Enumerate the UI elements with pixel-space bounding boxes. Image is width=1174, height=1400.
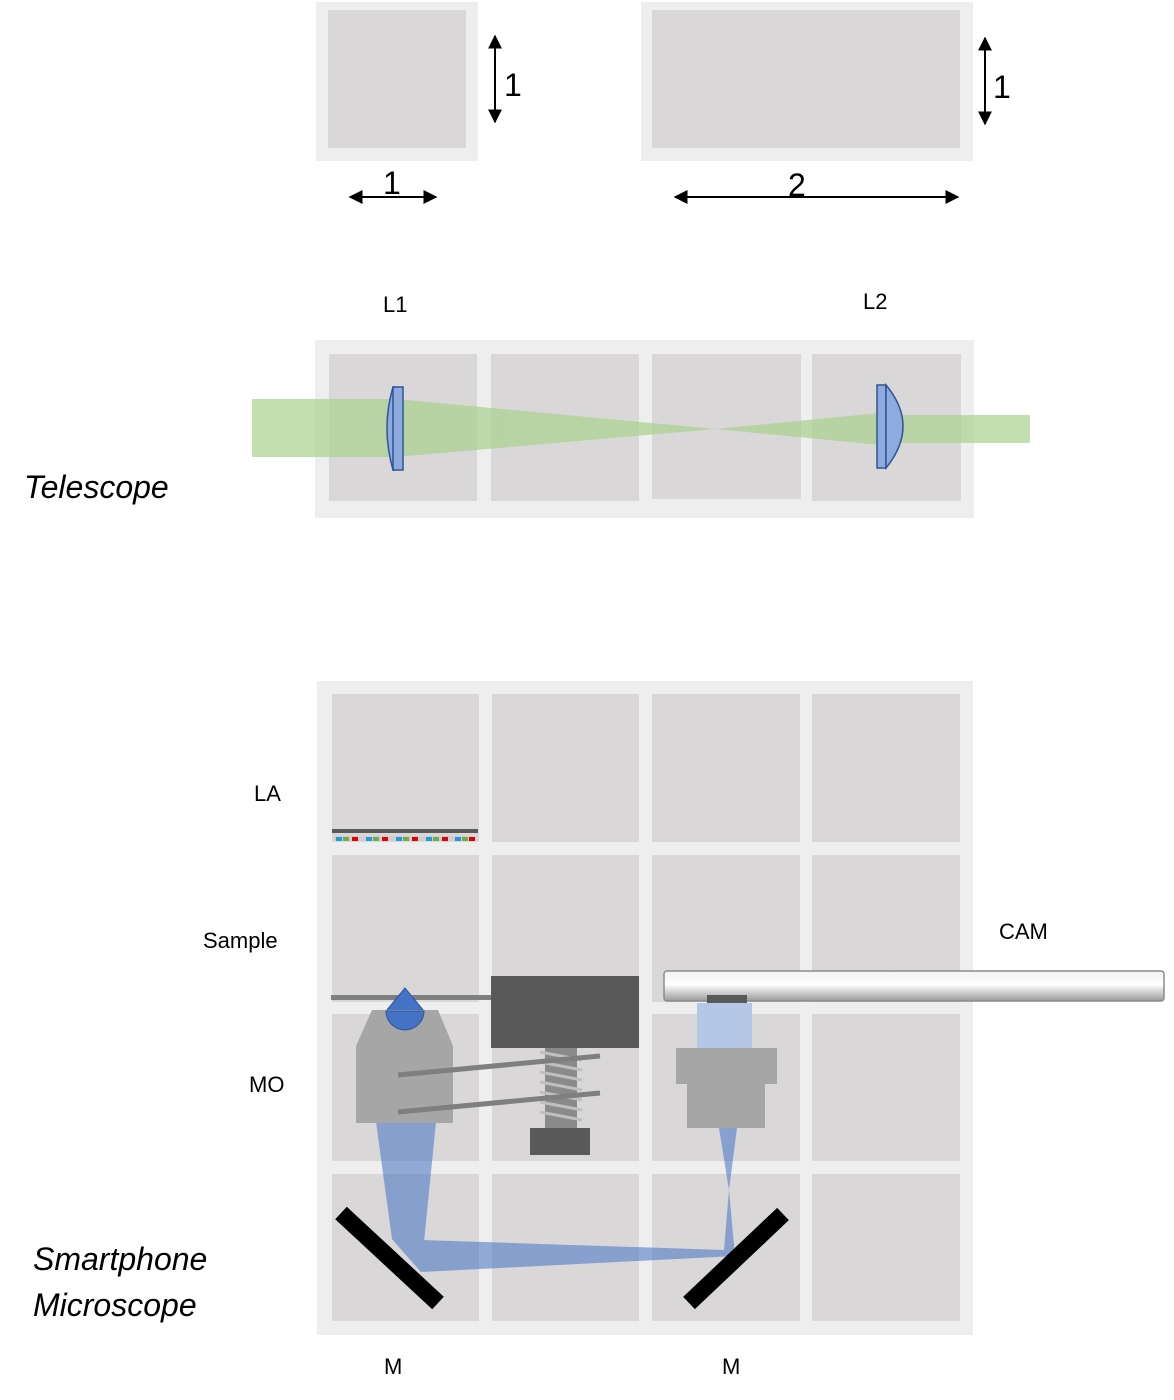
microscope-title-line1: Smartphone xyxy=(33,1241,207,1277)
input-beam xyxy=(252,399,396,457)
double-block-width-label: 2 xyxy=(788,167,806,203)
lens-l1 xyxy=(386,386,404,471)
smartphone-body xyxy=(663,970,1165,1002)
grid-block xyxy=(332,694,479,842)
led xyxy=(382,837,388,841)
objective-output-beam xyxy=(376,1122,436,1272)
grid-block xyxy=(812,1174,960,1321)
adjustment-rod xyxy=(397,1053,601,1078)
focus-stage xyxy=(397,976,639,1155)
stage-block xyxy=(491,976,639,1048)
led xyxy=(336,837,342,841)
lens2-label: L2 xyxy=(863,289,887,314)
sample-label: Sample xyxy=(203,928,278,953)
stage-base xyxy=(530,1128,590,1155)
mirror2-label: M xyxy=(722,1354,740,1379)
mirror-right xyxy=(683,1207,789,1310)
led xyxy=(373,837,379,841)
la-label: LA xyxy=(254,781,281,806)
microscope-assembly: LA Sample MO CAM M M Smartphone Microsco… xyxy=(33,681,1165,1379)
telescope-assembly: L1 L2 Telescope xyxy=(24,289,1030,518)
lens-l2-curved-face xyxy=(885,382,904,471)
grid-block xyxy=(492,694,639,842)
cam-label: CAM xyxy=(999,919,1048,944)
relay-beam xyxy=(392,1239,735,1272)
grid-block xyxy=(812,1014,960,1161)
led xyxy=(343,837,349,841)
lens1-label: L1 xyxy=(383,292,407,317)
camera-beam-lower xyxy=(724,1190,735,1256)
single-block-width-label: 1 xyxy=(383,165,401,201)
converging-beam xyxy=(396,399,715,457)
laser-beam xyxy=(252,399,1030,457)
output-beam xyxy=(880,415,1030,443)
led xyxy=(366,837,372,841)
led xyxy=(352,837,358,841)
spring-coil xyxy=(539,1100,583,1112)
double-block-height-label: 1 xyxy=(993,69,1011,105)
light-path xyxy=(376,1122,737,1272)
microscope-title-line2: Microscope xyxy=(33,1287,197,1323)
camera-light-column xyxy=(697,1003,752,1049)
led xyxy=(442,837,448,841)
microscope-objective xyxy=(356,1010,453,1123)
mirror-left xyxy=(335,1206,444,1310)
led xyxy=(426,837,432,841)
led xyxy=(403,837,409,841)
grid-block xyxy=(652,694,800,842)
led xyxy=(455,837,461,841)
lens-l2 xyxy=(876,382,904,471)
mirror1-label: M xyxy=(384,1354,402,1379)
lens-l1-flat-face xyxy=(392,386,404,471)
objective-droplet-overlay xyxy=(385,1010,425,1031)
led xyxy=(462,837,468,841)
smartphone-camera xyxy=(663,970,1165,1128)
led xyxy=(433,837,439,841)
led xyxy=(412,837,418,841)
led xyxy=(396,837,402,841)
camera-beam-upper xyxy=(719,1128,737,1190)
led-array-board xyxy=(332,829,478,833)
diverging-beam xyxy=(715,413,880,445)
mo-label: MO xyxy=(249,1072,284,1097)
telescope-title: Telescope xyxy=(24,469,169,505)
single-block xyxy=(328,10,466,148)
single-block-height-label: 1 xyxy=(504,67,522,103)
led-array xyxy=(332,829,478,841)
eyepiece-lens xyxy=(676,1048,777,1128)
spring-coil xyxy=(539,1110,583,1122)
double-block xyxy=(652,10,960,148)
camera-lens xyxy=(707,995,747,1003)
lens-l2-flat-face xyxy=(876,384,887,469)
adjustment-rod xyxy=(397,1090,601,1115)
led xyxy=(469,837,475,841)
grid-block xyxy=(332,855,479,1002)
scale-legend: 1 1 1 2 xyxy=(316,2,1011,204)
grid-block xyxy=(812,694,960,842)
spring-coil xyxy=(539,1080,583,1092)
spring-coil xyxy=(539,1070,583,1082)
